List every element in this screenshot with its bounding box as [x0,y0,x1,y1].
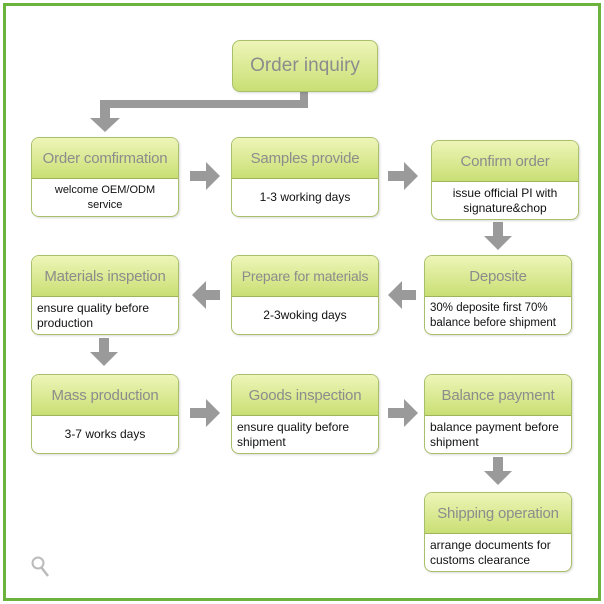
arrow-right-3b [388,399,418,427]
step-title: Materials inspetion [32,256,178,297]
step-title: Order comfirmation [32,138,178,179]
arrow-right-2 [388,162,418,190]
order-inquiry-box: Order inquiry [232,40,378,92]
step-materials-inspection: Materials inspetion ensure quality befor… [31,255,179,335]
step-detail: ensure quality before production [37,300,150,330]
step-samples-provide: Samples provide 1-3 working days [231,137,379,217]
step-title: Deposite [425,256,571,297]
step-detail: 2-3woking days [263,308,347,322]
step-title: Samples provide [232,138,378,179]
step-title: Balance payment [425,375,571,416]
zoom-magnifier-icon[interactable] [30,555,52,579]
step-detail: 1-3 working days [259,190,351,204]
arrow-left-2 [192,281,220,309]
step-title: Shipping operation [425,493,571,534]
step-order-confirmation: Order comfirmation welcome OEM/ODM servi… [31,137,179,217]
step-balance-payment: Balance payment balance payment before s… [424,374,572,454]
step-deposite: Deposite 30% deposite first 70% balance … [424,255,572,335]
step-shipping-operation: Shipping operation arrange documents for… [424,492,572,572]
arrow-left-1 [388,281,416,309]
step-detail: arrange documents for customs clearance [430,537,551,567]
step-title: Confirm order [432,141,578,182]
step-title: Prepare for materials [232,256,378,297]
arrow-down-2 [90,338,118,366]
elbow-arrow-inquiry-to-confirmation [90,92,308,132]
step-confirm-order: Confirm order issue official PI with sig… [431,140,579,220]
arrow-down-3 [484,457,512,485]
step-prepare-materials: Prepare for materials 2-3woking days [231,255,379,335]
arrow-right-3 [190,399,220,427]
step-detail: 3-7 works days [64,427,146,441]
green-frame [3,3,601,601]
step-mass-production: Mass production 3-7 works days [31,374,179,454]
step-detail: issue official PI with signature&chop [452,185,558,215]
arrow-down-1 [484,222,512,250]
arrow-right-1 [190,162,220,190]
step-title: Mass production [32,375,178,416]
step-detail: 30% deposite first 70% balance before sh… [430,301,556,329]
step-goods-inspection: Goods inspection ensure quality before s… [231,374,379,454]
step-detail: welcome OEM/ODM service [54,183,156,211]
step-detail: ensure quality before shipment [237,419,350,449]
step-title: Goods inspection [232,375,378,416]
step-detail: balance payment before shipment [430,419,559,449]
